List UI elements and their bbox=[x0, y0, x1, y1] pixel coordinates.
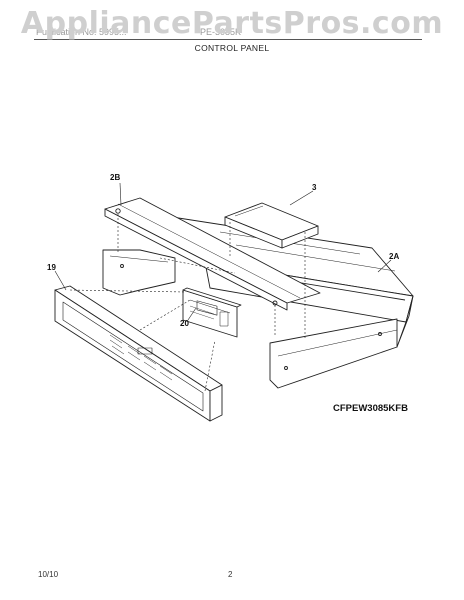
part-2b-top-trim bbox=[104, 197, 321, 311]
section-title: CONTROL PANEL bbox=[194, 43, 270, 53]
callout-2a: 2A bbox=[389, 252, 399, 261]
watermark-logo-text: AppliancePartsPros.com bbox=[20, 6, 444, 41]
part-19-front-panel bbox=[54, 285, 223, 422]
header-rule bbox=[34, 39, 422, 40]
part-20-control-board bbox=[182, 287, 242, 338]
callout-leaders bbox=[54, 182, 392, 321]
model-number: CFPEW3085KFB bbox=[333, 403, 408, 414]
footer-date: 10/10 bbox=[38, 570, 59, 579]
left-side-bracket bbox=[102, 249, 176, 296]
publication-number: Publication No: 5995... bbox=[36, 27, 127, 37]
page-number: 2 bbox=[228, 570, 233, 579]
callout-2b: 2B bbox=[110, 173, 120, 182]
assembly-guide-lines bbox=[69, 214, 306, 392]
model-header: PE-3085K bbox=[200, 27, 242, 37]
callout-3: 3 bbox=[312, 183, 317, 192]
callout-19: 19 bbox=[47, 263, 56, 272]
callout-20: 20 bbox=[180, 319, 189, 328]
part-3-cover-plate bbox=[224, 202, 319, 249]
